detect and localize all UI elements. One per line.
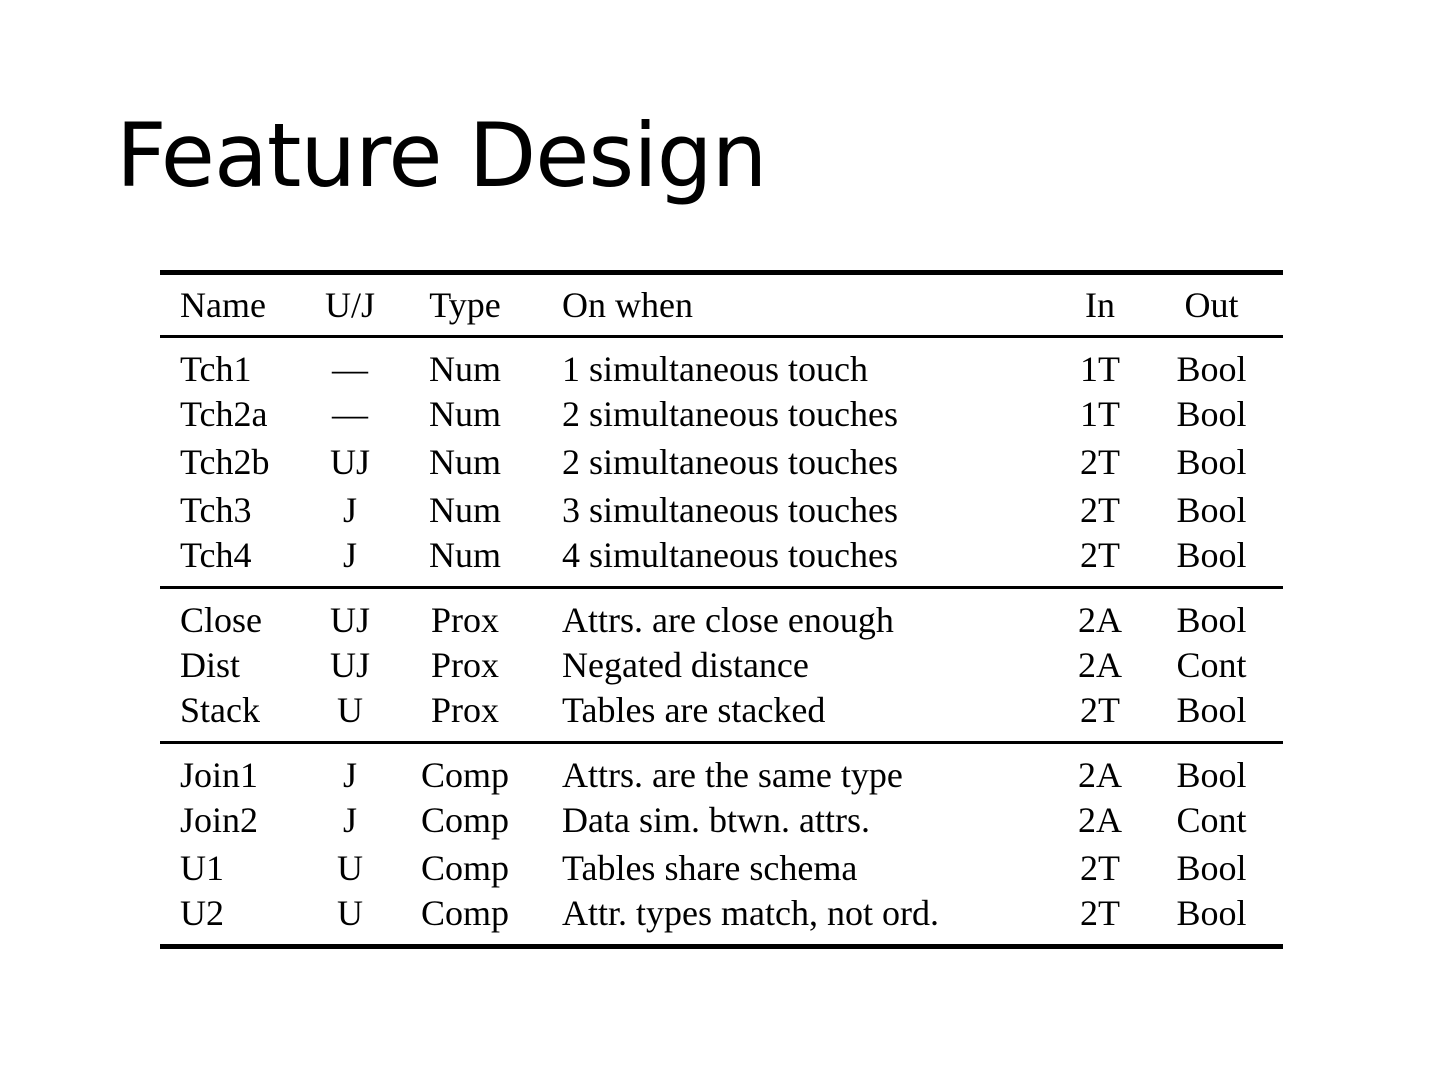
- table-cell-out: Bool: [1176, 490, 1247, 530]
- table-cell-out: Bool: [1176, 349, 1247, 389]
- table-cell-on-when: Negated distance: [562, 645, 809, 685]
- table-cell-on-when: Tables are stacked: [562, 690, 826, 730]
- table-row: Stack U Prox Tables are stacked 2T Bool: [160, 689, 1283, 743]
- table-cell-name: Close: [180, 600, 263, 640]
- table-cell-on-when: Attrs. are the same type: [562, 755, 903, 795]
- table-cell-out: Bool: [1176, 394, 1247, 434]
- table-cell-on-when: Data sim. btwn. attrs.: [562, 800, 870, 840]
- table-cell-in: 2T: [1080, 848, 1120, 888]
- table-row: Tch3 J Num 3 simultaneous touches 2T Bool: [160, 486, 1283, 534]
- table-cell-in: 1T: [1080, 349, 1120, 389]
- column-header-type: Type: [385, 272, 545, 338]
- table-cell-out: Bool: [1176, 690, 1247, 730]
- table-cell-name: U2: [180, 893, 224, 933]
- page-title: Feature Design: [116, 104, 767, 207]
- table-cell-in: 2T: [1080, 690, 1120, 730]
- table-cell-uj: UJ: [329, 645, 370, 685]
- table-cell-uj: U: [337, 893, 363, 933]
- table-cell-in: 2A: [1078, 645, 1122, 685]
- table-cell-type: Num: [429, 442, 501, 482]
- table-cell-out: Bool: [1176, 893, 1247, 933]
- table-cell-uj: U: [337, 690, 363, 730]
- table-cell-out: Bool: [1176, 600, 1247, 640]
- column-header-in: In: [1040, 272, 1160, 338]
- table-row: Dist UJ Prox Negated distance 2A Cont: [160, 641, 1283, 689]
- table-cell-in: 2T: [1080, 442, 1120, 482]
- table-cell-type: Comp: [420, 755, 509, 795]
- table-cell-name: Join2: [180, 800, 259, 840]
- table-cell-name: Tch2b: [180, 442, 270, 482]
- table-cell-name: Tch4: [180, 535, 252, 575]
- table-cell-in: 2A: [1078, 755, 1122, 795]
- table-cell-name: Tch2a: [180, 394, 268, 434]
- table-cell-on-when: 2 simultaneous touches: [562, 442, 898, 482]
- table-cell-type: Comp: [420, 893, 509, 933]
- column-header-on-when: On when: [545, 272, 1040, 338]
- table-cell-name: U1: [180, 848, 224, 888]
- table-cell-name: Tch1: [180, 349, 252, 389]
- table-cell-name: Stack: [180, 690, 260, 730]
- table-cell-in: 1T: [1080, 394, 1120, 434]
- table-cell-uj: J: [342, 755, 357, 795]
- table-cell-out: Bool: [1176, 535, 1247, 575]
- table-row: Tch2b UJ Num 2 simultaneous touches 2T Bool: [160, 438, 1283, 486]
- table-cell-on-when: Tables share schema: [562, 848, 858, 888]
- table-cell-name: Join1: [180, 755, 259, 795]
- column-header-name: Name: [160, 272, 315, 338]
- table-cell-in: 2T: [1080, 490, 1120, 530]
- table-cell-type: Num: [429, 349, 501, 389]
- table-row: U2 U Comp Attr. types match, not ord. 2T Bool: [160, 892, 1283, 947]
- table-cell-out: Bool: [1176, 755, 1247, 795]
- column-header-out: Out: [1160, 272, 1283, 338]
- table-cell-type: Num: [429, 535, 501, 575]
- table-row: Join1 J Comp Attrs. are the same type 2A Bool: [160, 743, 1283, 797]
- table-cell-in: 2A: [1078, 800, 1122, 840]
- table-cell-on-when: Attr. types match, not ord.: [562, 893, 939, 933]
- table-cell-type: Prox: [430, 645, 499, 685]
- table-cell-uj: J: [342, 490, 357, 530]
- table-cell-type: Comp: [420, 800, 509, 840]
- table-row: Tch1 — Num 1 simultaneous touch 1T Bool: [160, 337, 1283, 391]
- table-cell-uj: J: [342, 535, 357, 575]
- table-cell-type: Prox: [430, 690, 499, 730]
- table-cell-uj: —: [332, 394, 368, 434]
- table-cell-on-when: Attrs. are close enough: [562, 600, 894, 640]
- table-cell-in: 2T: [1080, 893, 1120, 933]
- table-cell-uj: U: [337, 848, 363, 888]
- table-row: Close UJ Prox Attrs. are close enough 2A Bool: [160, 588, 1283, 642]
- table-cell-name: Tch3: [180, 490, 252, 530]
- table-cell-on-when: 2 simultaneous touches: [562, 394, 898, 434]
- table-cell-name: Dist: [180, 645, 241, 685]
- table-row: Tch2a — Num 2 simultaneous touches 1T Bool: [160, 390, 1283, 438]
- table-cell-type: Prox: [430, 600, 499, 640]
- table-cell-in: 2T: [1080, 535, 1120, 575]
- table-cell-uj: UJ: [329, 442, 370, 482]
- table-cell-in: 2A: [1078, 600, 1122, 640]
- table-cell-uj: UJ: [329, 600, 370, 640]
- table-cell-type: Num: [429, 394, 501, 434]
- table-cell-on-when: 4 simultaneous touches: [562, 535, 898, 575]
- table-cell-on-when: 3 simultaneous touches: [562, 490, 898, 530]
- table-cell-type: Comp: [420, 848, 509, 888]
- table-cell-out: Bool: [1176, 442, 1247, 482]
- table-cell-out: Cont: [1176, 645, 1247, 685]
- table-cell-uj: —: [332, 349, 368, 389]
- table-row: U1 U Comp Tables share schema 2T Bool: [160, 844, 1283, 892]
- table-cell-uj: J: [342, 800, 357, 840]
- column-header-uj: U/J: [315, 272, 385, 338]
- table-cell-out: Cont: [1176, 800, 1247, 840]
- table-row: Tch4 J Num 4 simultaneous touches 2T Bool: [160, 534, 1283, 588]
- table-cell-out: Bool: [1176, 848, 1247, 888]
- table-cell-on-when: 1 simultaneous touch: [562, 349, 868, 389]
- table-row: Join2 J Comp Data sim. btwn. attrs. 2A Cont: [160, 796, 1283, 844]
- table-cell-type: Num: [429, 490, 501, 530]
